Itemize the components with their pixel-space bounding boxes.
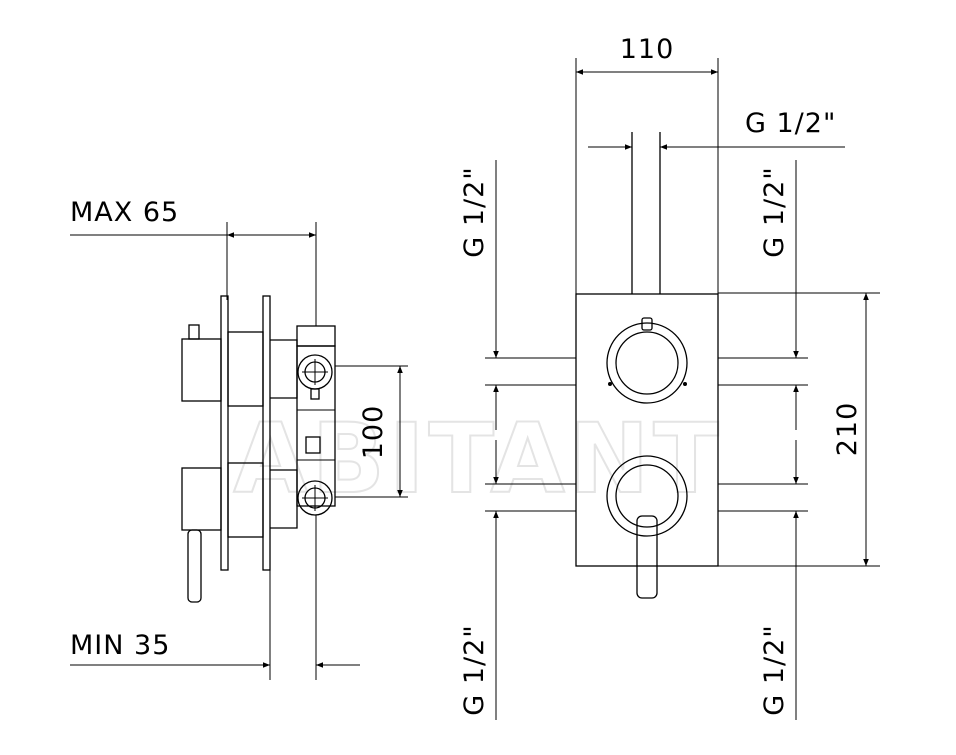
thread-left-upper-label: G 1/2" (459, 166, 490, 257)
front-wall-plate (220, 295, 229, 571)
cover-plate (575, 293, 719, 567)
front-view: 110 G 1/2" G 1/2" G 1/2" (459, 34, 880, 720)
upper-knob-indicator (188, 324, 200, 340)
lower-knob-outer (606, 455, 688, 537)
upper-knob-side (181, 338, 222, 402)
valve-connector-top (296, 325, 336, 347)
watermark-text: ABITANT (233, 403, 722, 515)
upper-knob-inner (615, 331, 679, 395)
thread-top-label: G 1/2" (745, 108, 836, 139)
valve-connector-slot (305, 436, 321, 454)
height-label: 210 (832, 402, 863, 457)
min-depth-label: MIN 35 (70, 630, 170, 661)
upper-body (227, 331, 264, 407)
width-label: 110 (620, 34, 675, 65)
upper-knob-outer (606, 322, 688, 404)
lower-body (227, 462, 264, 538)
valve-connector-column (296, 345, 336, 507)
side-spacing-label: 100 (358, 405, 389, 460)
thread-right-upper-label: G 1/2" (759, 166, 790, 257)
lower-outlet-outer (297, 480, 333, 516)
lower-lever (636, 515, 658, 599)
upper-knob-marker (641, 317, 653, 331)
side-view: MAX 65 (70, 197, 408, 680)
lower-knob-inner (615, 464, 679, 528)
lower-lever-side (187, 529, 202, 603)
upper-knob-dot (608, 382, 612, 386)
thread-right-lower-label: G 1/2" (759, 624, 790, 715)
upper-knob-dot (683, 382, 687, 386)
lower-knob-side (181, 467, 222, 531)
rear-wall-plate (262, 295, 271, 571)
upper-outlet-tab (310, 388, 320, 400)
max-depth-label: MAX 65 (70, 197, 179, 228)
upper-valve-body (270, 339, 298, 399)
thread-left-lower-label: G 1/2" (459, 624, 490, 715)
